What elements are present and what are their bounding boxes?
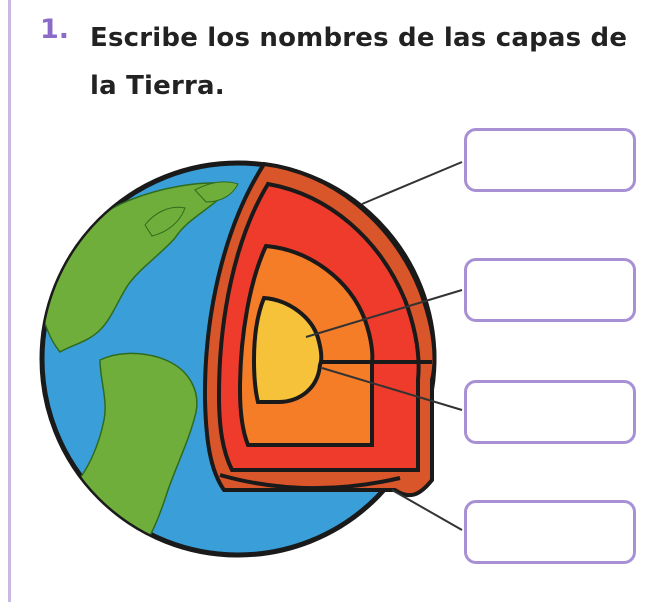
leader-line-4 — [391, 489, 463, 531]
leader-line-3 — [321, 367, 463, 411]
greenland — [144, 206, 186, 237]
crust-edge — [219, 473, 401, 491]
exercise-number: 1. — [40, 14, 70, 45]
answer-box-2[interactable] — [464, 258, 636, 322]
leader-lines — [305, 161, 463, 531]
leader-line-1 — [361, 161, 463, 205]
inner-core-layer — [251, 295, 324, 404]
answer-box-4[interactable] — [464, 500, 636, 564]
leader-line-2 — [305, 289, 463, 338]
arctic-island — [194, 181, 239, 203]
page-margin-rule — [8, 0, 11, 602]
answer-box-1[interactable] — [464, 128, 636, 192]
earth-cutaway — [202, 161, 437, 498]
north-america — [42, 182, 234, 353]
exercise-instruction: Escribe los nombres de las capas de la T… — [90, 23, 628, 101]
answer-box-3[interactable] — [464, 380, 636, 444]
